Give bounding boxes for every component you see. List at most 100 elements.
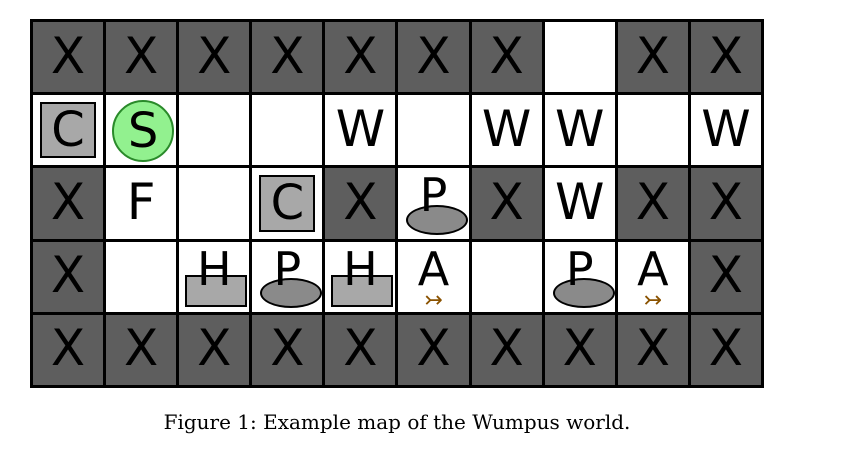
figure-caption: Figure 1: Example map of the Wumpus worl… xyxy=(163,410,631,434)
cell-label: X xyxy=(708,246,744,305)
cell-r0-c4-wall: X xyxy=(325,22,396,93)
cell-r4-c6-wall: X xyxy=(471,314,542,385)
cell-label: X xyxy=(708,173,744,231)
cell-label: X xyxy=(708,319,744,378)
cell-label: X xyxy=(489,319,524,378)
cell-r3-c8-arrow: A↣ xyxy=(617,241,688,312)
cell-r1-c8-empty xyxy=(617,95,688,166)
cell-r4-c0-wall: X xyxy=(33,314,104,385)
cell-r3-c0-wall: X xyxy=(33,241,104,312)
cell-label: X xyxy=(50,246,86,305)
cell-r0-c1-wall: X xyxy=(106,22,177,93)
cell-label: X xyxy=(489,26,524,85)
cell-r2-c9-wall: X xyxy=(690,168,761,239)
cell-r1-c1-start: S xyxy=(106,95,177,166)
cell-r2-c4-wall: X xyxy=(325,168,396,239)
start-marker: S xyxy=(112,100,175,163)
cell-label: A xyxy=(637,241,669,296)
hole-shape xyxy=(331,274,394,307)
cell-r0-c8-wall: X xyxy=(617,22,688,93)
cell-label: X xyxy=(708,26,744,85)
cell-label: W xyxy=(701,99,751,158)
crate-box: C xyxy=(259,175,316,232)
cell-r2-c8-wall: X xyxy=(617,168,688,239)
cell-label: P xyxy=(419,168,448,223)
crate-box: C xyxy=(40,102,97,159)
cell-r3-c7-pit: P xyxy=(544,241,615,312)
cell-r3-c4-hole: H xyxy=(325,241,396,312)
cell-r3-c2-hole: H xyxy=(179,241,250,312)
cell-r0-c5-wall: X xyxy=(398,22,469,93)
cell-r3-c3-pit: P xyxy=(252,241,323,312)
cell-label: X xyxy=(270,319,305,378)
cell-label: X xyxy=(343,26,378,85)
cell-r4-c7-wall: X xyxy=(544,314,615,385)
cell-r1-c7-text: W xyxy=(544,95,615,166)
pit-shape xyxy=(406,204,469,235)
cell-label: X xyxy=(343,173,378,231)
cell-r4-c3-wall: X xyxy=(252,314,323,385)
cell-label: H xyxy=(196,241,232,296)
cell-r0-c3-wall: X xyxy=(252,22,323,93)
cell-r1-c4-text: W xyxy=(325,95,396,166)
cell-label: X xyxy=(343,319,378,378)
cell-label: P xyxy=(273,241,302,296)
cell-label: X xyxy=(124,319,159,378)
cell-r3-c1-empty xyxy=(106,241,177,312)
cell-r4-c1-wall: X xyxy=(106,314,177,385)
cell-r1-c0-box: C xyxy=(33,95,104,166)
cell-label: X xyxy=(635,173,670,231)
cell-label: X xyxy=(635,319,670,378)
cell-label: P xyxy=(565,241,594,296)
cell-r2-c6-wall: X xyxy=(471,168,542,239)
cell-label: X xyxy=(50,173,86,231)
cell-r1-c3-empty xyxy=(252,95,323,166)
cell-label: F xyxy=(126,173,156,231)
cell-label: X xyxy=(124,26,159,85)
cell-r4-c5-wall: X xyxy=(398,314,469,385)
arrow-icon: ↣ xyxy=(424,287,443,312)
cell-r4-c9-wall: X xyxy=(690,314,761,385)
cell-label: X xyxy=(416,319,451,378)
cell-label: W xyxy=(555,99,605,158)
cell-r2-c0-wall: X xyxy=(33,168,104,239)
cell-r4-c4-wall: X xyxy=(325,314,396,385)
cell-r2-c7-text: W xyxy=(544,168,615,239)
cell-r3-c5-arrow: A↣ xyxy=(398,241,469,312)
cell-r2-c5-pit: P xyxy=(398,168,469,239)
cell-label: X xyxy=(635,26,670,85)
arrow-icon: ↣ xyxy=(643,287,663,312)
cell-label: X xyxy=(50,319,86,378)
cell-r1-c5-empty xyxy=(398,95,469,166)
cell-label: X xyxy=(50,26,86,85)
cell-label: W xyxy=(555,173,605,231)
cell-r3-c6-empty xyxy=(471,241,542,312)
cell-label: X xyxy=(270,26,305,85)
cell-r2-c3-box: C xyxy=(252,168,323,239)
cell-label: A xyxy=(417,241,450,296)
hole-shape xyxy=(185,274,248,307)
cell-label: H xyxy=(343,241,378,296)
cell-r3-c9-wall: X xyxy=(690,241,761,312)
cell-r1-c2-empty xyxy=(179,95,250,166)
cell-r0-c9-wall: X xyxy=(690,22,761,93)
cell-r4-c8-wall: X xyxy=(617,314,688,385)
cell-r0-c2-wall: X xyxy=(179,22,250,93)
cell-r1-c9-text: W xyxy=(690,95,761,166)
cell-r1-c6-text: W xyxy=(471,95,542,166)
cell-r0-c0-wall: X xyxy=(33,22,104,93)
cell-r0-c7-empty xyxy=(544,22,615,93)
pit-shape xyxy=(552,277,615,308)
cell-r2-c1-text: F xyxy=(106,168,177,239)
cell-label: X xyxy=(197,26,232,85)
pit-shape xyxy=(260,277,323,308)
cell-r4-c2-wall: X xyxy=(179,314,250,385)
cell-r0-c6-wall: X xyxy=(471,22,542,93)
cell-label: W xyxy=(481,99,532,158)
cell-label: X xyxy=(489,173,524,231)
cell-label: X xyxy=(416,26,451,85)
cell-r2-c2-empty xyxy=(179,168,250,239)
cell-label: X xyxy=(562,319,597,378)
cell-label: W xyxy=(335,99,386,158)
